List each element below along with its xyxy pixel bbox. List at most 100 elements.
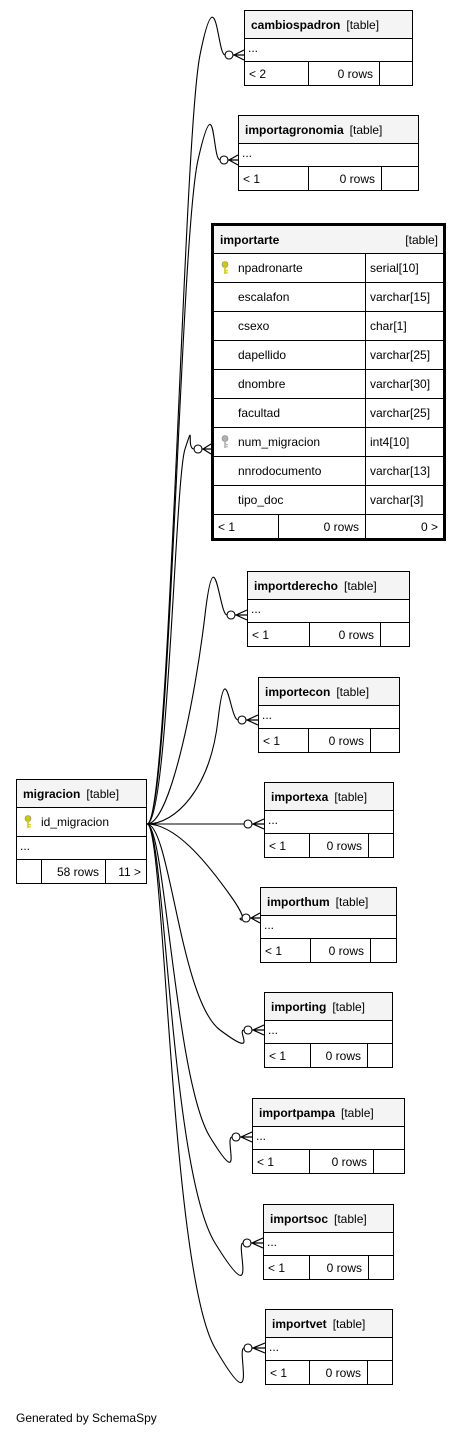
table-header: importarte[table] xyxy=(214,226,443,254)
column-name: npadronarte xyxy=(238,261,303,275)
parents-count: < 1 xyxy=(214,515,279,538)
table-name: importhum xyxy=(267,894,330,909)
table-header: importsoc[table] xyxy=(264,1205,393,1233)
children-count xyxy=(381,623,409,646)
table-type-tag: [table] xyxy=(349,122,383,137)
table-name: importexa xyxy=(271,789,329,804)
column-type: varchar[25] xyxy=(370,406,431,420)
column-row: nnrodocumento varchar[13] xyxy=(214,457,443,486)
column-type: varchar[25] xyxy=(370,348,431,362)
more-columns-ellipsis: ... xyxy=(248,600,409,623)
more-columns-ellipsis: ... xyxy=(265,811,393,834)
column-row: facultad varchar[25] xyxy=(214,399,443,428)
column-name-cell: csexo xyxy=(214,312,366,340)
more-columns-ellipsis: ... xyxy=(245,39,412,62)
column-row: tipo_doc varchar[3] xyxy=(214,486,443,515)
parents-count: < 1 xyxy=(253,1150,310,1173)
column-name-cell: escalafon xyxy=(214,283,366,311)
crows-foot-marker xyxy=(246,714,259,726)
column-type: varchar[3] xyxy=(370,493,424,507)
primary-key-icon xyxy=(24,815,32,828)
optional-circle-marker xyxy=(242,1238,252,1248)
crows-foot-marker xyxy=(202,443,212,455)
table-type-tag: [table] xyxy=(86,786,120,801)
column-type: serial[10] xyxy=(370,261,419,275)
row-count: 0 rows xyxy=(310,623,381,646)
more-columns-ellipsis: ... xyxy=(265,1021,392,1044)
table-header: importhum[table] xyxy=(261,888,396,916)
column-name: tipo_doc xyxy=(238,493,284,507)
row-count: 0 rows xyxy=(309,167,382,190)
parents-count: < 1 xyxy=(266,1361,310,1384)
table-header: migracion [table] xyxy=(17,780,146,808)
children-count xyxy=(371,939,396,962)
column-name: facultad xyxy=(238,406,281,420)
column-name: num_migracion xyxy=(238,435,321,449)
children-count xyxy=(380,62,412,85)
table-name: importvet xyxy=(272,1316,327,1331)
table-header: importpampa[table] xyxy=(253,1099,404,1127)
relationship-migracion-importderecho xyxy=(146,576,248,825)
generated-by-label: Generated by SchemaSpy xyxy=(16,1411,157,1425)
table-type-tag: [table] xyxy=(341,1105,374,1120)
more-columns-ellipsis: ... xyxy=(261,916,396,939)
optional-circle-marker xyxy=(243,819,253,829)
children-count xyxy=(368,1361,392,1384)
children-count xyxy=(371,729,399,752)
table-type-tag: [table] xyxy=(332,999,366,1014)
column-type: char[1] xyxy=(370,319,407,333)
more-columns-ellipsis: ... xyxy=(266,1338,392,1361)
column-name-cell: tipo_doc xyxy=(214,486,366,514)
children-count xyxy=(368,1044,392,1067)
row-count: 0 rows xyxy=(279,515,366,538)
column-name: nnrodocumento xyxy=(238,464,322,478)
table-type-tag: [table] xyxy=(334,1211,367,1226)
relationship-migracion-importpampa xyxy=(146,823,253,1163)
children-count: 0 > xyxy=(420,519,438,534)
children-count xyxy=(382,167,418,190)
table-name: importderecho xyxy=(254,578,339,593)
foreign-key-icon xyxy=(221,435,229,448)
crows-foot-marker xyxy=(250,912,261,924)
column-name-cell: num_migracion xyxy=(214,428,366,456)
table-name: migracion xyxy=(23,786,81,801)
table-header: cambiospadron[table] xyxy=(245,11,412,39)
row-count: 0 rows xyxy=(310,1150,374,1173)
table-type-tag: [table] xyxy=(346,17,380,32)
table-header: importagronomia[table] xyxy=(239,116,418,144)
relationship-migracion-importvet xyxy=(146,823,266,1384)
column-row: id_migracion xyxy=(17,808,146,837)
crows-foot-marker xyxy=(235,609,248,621)
column-name-cell: nnrodocumento xyxy=(214,457,366,485)
crows-foot-marker xyxy=(252,1024,265,1036)
crows-foot-marker xyxy=(251,1237,264,1249)
column-name: escalafon xyxy=(238,290,290,304)
row-count: 0 rows xyxy=(310,834,369,857)
optional-circle-marker xyxy=(243,1343,253,1353)
table-importarte[interactable]: importarte[table] npadronarte serial[10] es… xyxy=(211,223,446,541)
column-type: varchar[13] xyxy=(370,464,431,478)
relationship-migracion-importagronomia xyxy=(146,124,239,825)
relationship-migracion-importhum xyxy=(146,823,261,924)
column-type: int4[10] xyxy=(370,435,410,449)
crows-foot-marker xyxy=(233,49,245,61)
row-count: 58 rows xyxy=(42,860,106,883)
